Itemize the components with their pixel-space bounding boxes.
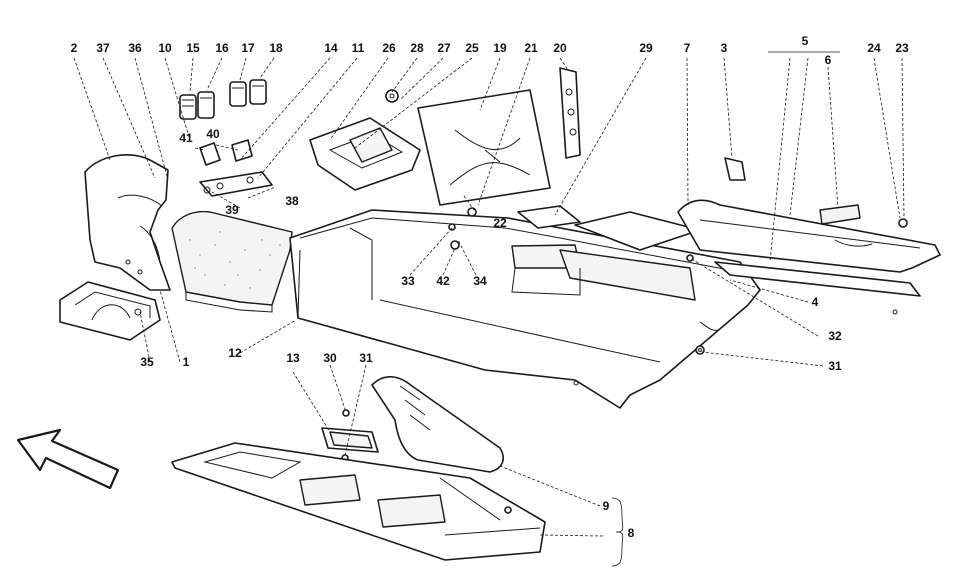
callout-26: 26	[382, 41, 396, 55]
callout-28: 28	[410, 41, 424, 55]
leader-lines	[73, 51, 905, 567]
part-clip-3	[724, 157, 746, 181]
callout-31-lower: 31	[359, 351, 373, 365]
callout-10: 10	[158, 41, 172, 55]
callout-1: 1	[183, 355, 190, 369]
callout-9: 9	[603, 499, 610, 513]
callout-18: 18	[269, 41, 283, 55]
callout-33: 33	[401, 274, 415, 288]
callout-35: 35	[140, 355, 154, 369]
part-vertical-bracket-20	[559, 67, 581, 159]
callout-34: 34	[473, 274, 487, 288]
callout-22: 22	[493, 216, 507, 230]
callout-5: 5	[802, 34, 809, 48]
callout-29: 29	[639, 41, 653, 55]
callout-11: 11	[352, 41, 365, 55]
callout-16: 16	[215, 41, 229, 55]
callout-30: 30	[323, 351, 337, 365]
callout-12: 12	[228, 346, 242, 360]
callout-8: 8	[628, 526, 635, 540]
callout-36: 36	[128, 41, 142, 55]
callout-20: 20	[553, 41, 567, 55]
part-center-bin	[309, 89, 421, 191]
callout-38: 38	[285, 194, 299, 208]
part-switch-blocks	[179, 79, 267, 120]
part-small-brackets	[199, 139, 273, 197]
callout-24: 24	[867, 41, 881, 55]
callout-41: 41	[179, 131, 193, 145]
callout-37: 37	[96, 41, 110, 55]
part-lower-tray	[171, 442, 546, 561]
part-left-side-trim	[84, 154, 171, 291]
callout-3: 3	[721, 41, 728, 55]
part-bolt-31	[695, 345, 705, 355]
part-cover-plate	[417, 89, 551, 206]
callout-23: 23	[895, 41, 909, 55]
part-bracket-35	[59, 281, 161, 341]
callout-21: 21	[524, 41, 538, 55]
part-side-rail	[677, 199, 941, 315]
part-main-console-body	[289, 205, 761, 409]
callout-27: 27	[437, 41, 451, 55]
callout-14: 14	[324, 41, 338, 55]
callout-39: 39	[225, 203, 239, 217]
callout-4: 4	[812, 295, 819, 309]
part-screws-washers	[448, 207, 694, 262]
part-insulation-pad	[171, 210, 293, 313]
callout-7: 7	[684, 41, 691, 55]
part-switch-panel-13	[321, 409, 379, 462]
callout-labels: 2 37 36 10 15 16 17 18 14 11 26 28 27 25…	[71, 34, 909, 540]
callout-6: 6	[825, 53, 832, 67]
callout-25: 25	[465, 41, 479, 55]
callout-17: 17	[241, 41, 255, 55]
part-handbrake-boot	[371, 376, 504, 473]
callout-32: 32	[828, 329, 842, 343]
callout-2: 2	[71, 41, 78, 55]
callout-40: 40	[206, 127, 220, 141]
callout-13: 13	[286, 351, 300, 365]
front-direction-arrow-icon	[16, 428, 120, 490]
callout-19: 19	[493, 41, 507, 55]
callout-15: 15	[186, 41, 200, 55]
callout-31-right: 31	[828, 359, 842, 373]
callout-42: 42	[436, 274, 450, 288]
